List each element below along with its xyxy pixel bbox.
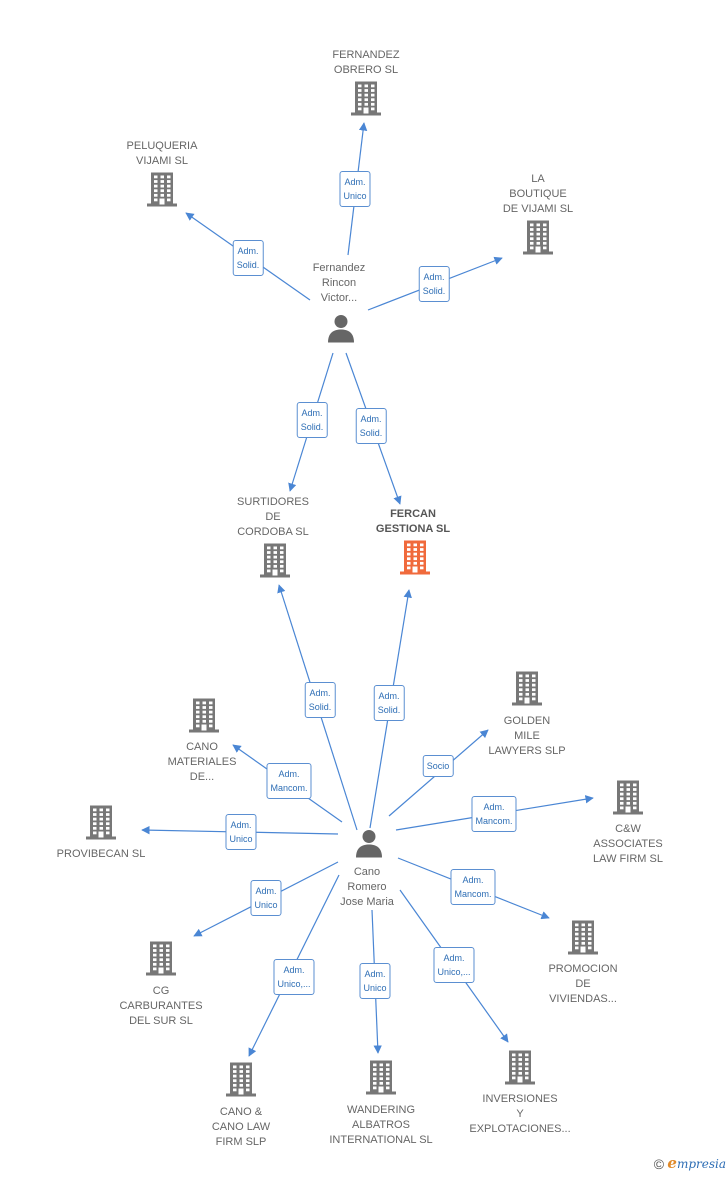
edge-label[interactable]: Adm. Unico [250,880,282,916]
building-icon[interactable] [366,1060,396,1101]
building-icon[interactable] [523,220,553,261]
building-icon[interactable] [146,941,176,982]
brand-initial: e [667,1154,677,1172]
edge-label[interactable]: Adm. Mancom. [266,763,312,799]
company-label[interactable]: CANO MATERIALES DE... [167,741,237,783]
company-label[interactable]: SURTIDORES DE CORDOBA SL [237,496,309,538]
edge-label[interactable]: Adm. Unico [359,963,391,999]
company-label[interactable]: CANO & CANO LAW FIRM SLP [211,1106,271,1148]
building-icon[interactable] [260,543,290,584]
building-icon[interactable] [226,1062,256,1103]
company-label[interactable]: GOLDEN MILE LAWYERS SLP [488,715,566,757]
company-label[interactable]: CG CARBURANTES DEL SUR SL [119,985,203,1027]
edge-label[interactable]: Adm. Solid. [355,408,387,444]
footer-brand: © empresia [654,1154,726,1172]
person-label[interactable]: Fernandez Rincon Victor... [312,262,366,304]
person-label[interactable]: Cano Romero Jose Maria [340,866,394,908]
edge-label[interactable]: Adm. Unico [339,171,371,207]
edge-label[interactable]: Adm. Unico,... [273,959,315,995]
building-icon[interactable] [400,540,430,581]
edge-label[interactable]: Socio [422,755,454,777]
edge-label[interactable]: Adm. Solid. [304,682,336,718]
building-icon[interactable] [568,920,598,961]
person-icon[interactable] [354,829,384,864]
copyright-symbol: © [653,1156,665,1172]
company-label[interactable]: WANDERING ALBATROS INTERNATIONAL SL [329,1104,433,1146]
edge-label[interactable]: Adm. Solid. [373,685,405,721]
edge-label[interactable]: Adm. Solid. [232,240,264,276]
company-label[interactable]: FERCAN GESTIONA SL [375,508,451,535]
company-label[interactable]: C&W ASSOCIATES LAW FIRM SL [593,823,663,865]
company-label[interactable]: PROVIBECAN SL [56,848,146,860]
company-label[interactable]: PROMOCION DE VIVIENDAS... [548,963,618,1005]
company-label[interactable]: INVERSIONES Y EXPLOTACIONES... [469,1093,571,1135]
building-icon[interactable] [505,1050,535,1091]
building-icon[interactable] [147,172,177,213]
building-icon[interactable] [351,81,381,122]
edge-label[interactable]: Adm. Mancom. [471,796,517,832]
building-icon[interactable] [613,780,643,821]
edge-label[interactable]: Adm. Unico [225,814,257,850]
company-label[interactable]: PELUQUERIA VIJAMI SL [126,140,198,167]
edge-label[interactable]: Adm. Unico,... [433,947,475,983]
edge-label[interactable]: Adm. Solid. [418,266,450,302]
building-icon[interactable] [86,805,116,846]
company-label[interactable]: LA BOUTIQUE DE VIJAMI SL [502,173,574,215]
brand-name: mpresia [676,1157,726,1171]
person-icon[interactable] [326,314,356,349]
edge-label[interactable]: Adm. Solid. [296,402,328,438]
edge-label[interactable]: Adm. Mancom. [450,869,496,905]
company-label[interactable]: FERNANDEZ OBRERO SL [332,49,400,76]
building-icon[interactable] [512,671,542,712]
building-icon[interactable] [189,698,219,739]
